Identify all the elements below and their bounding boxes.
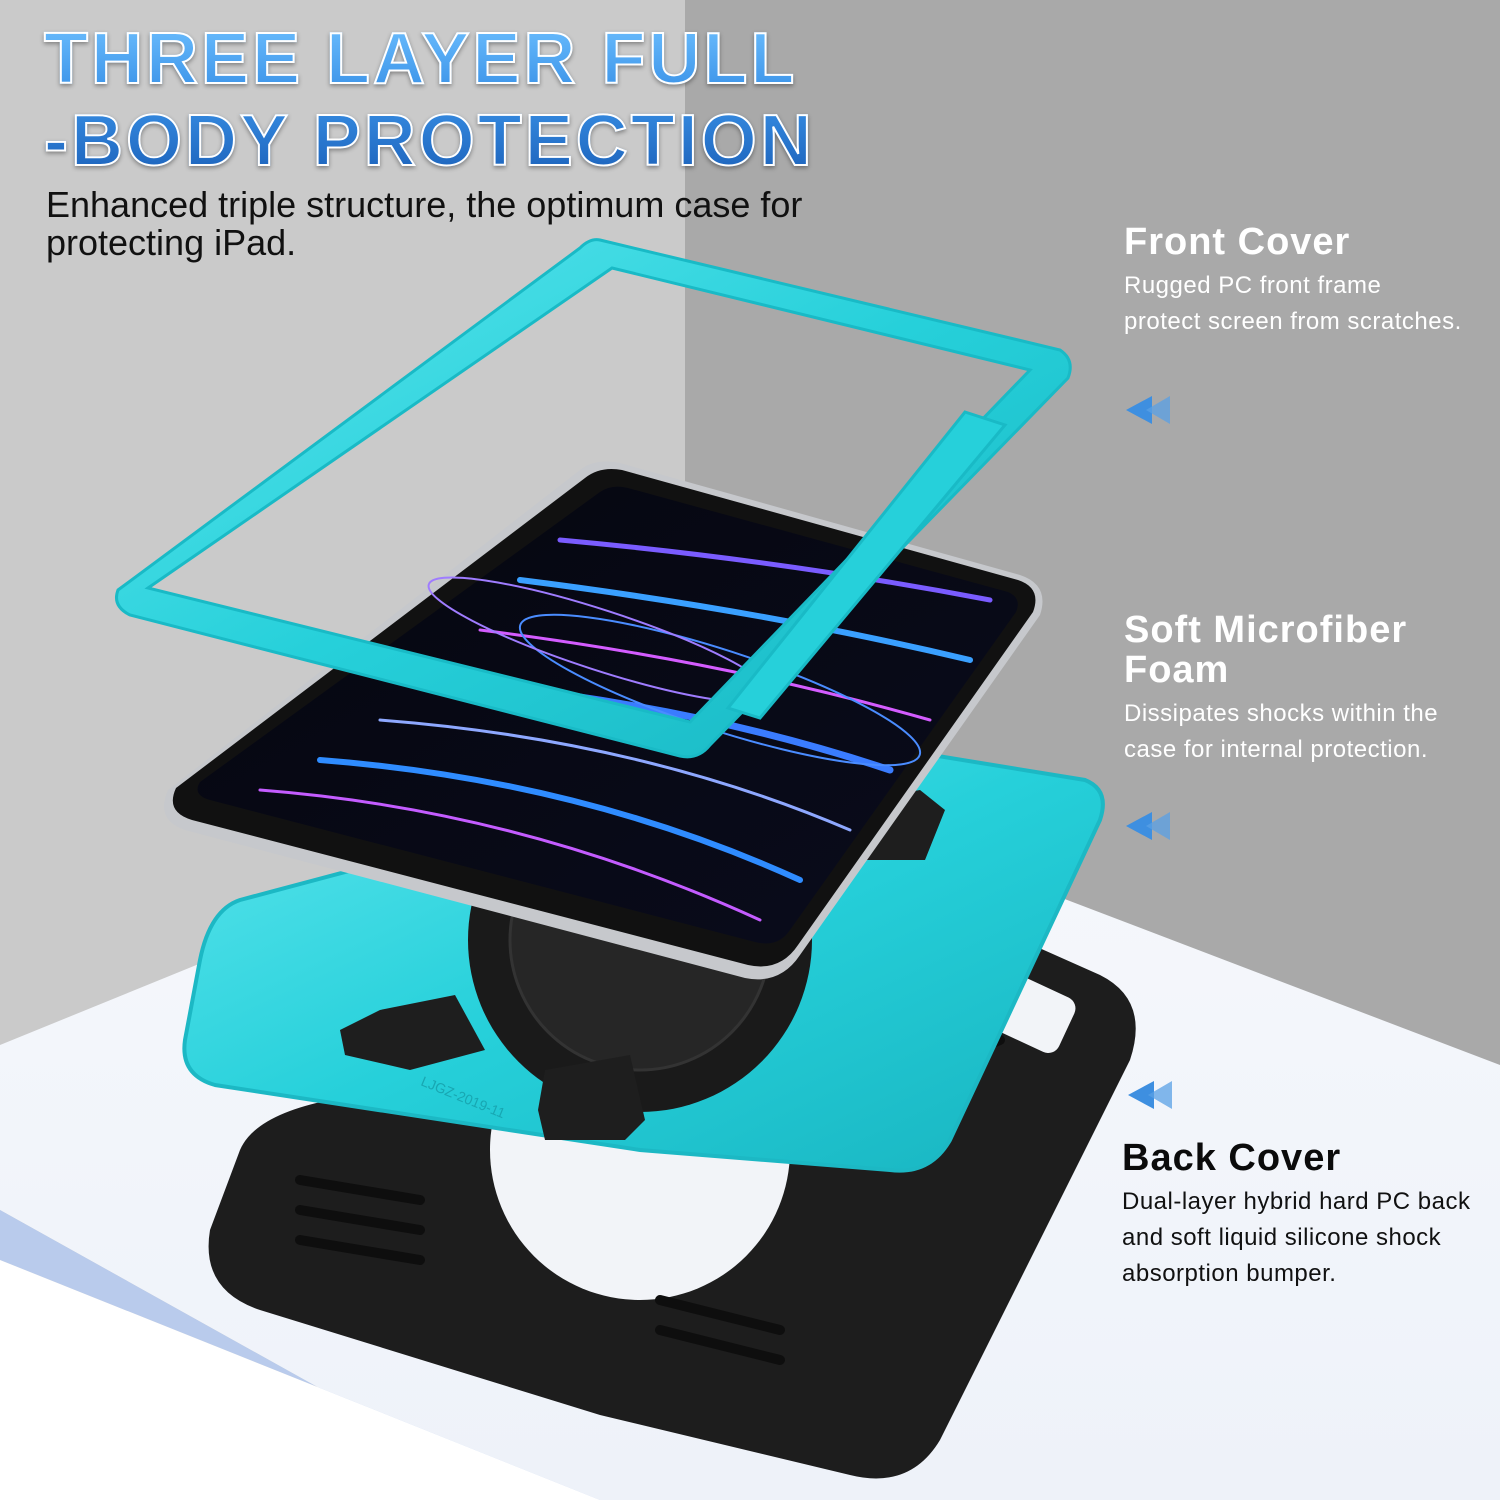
feature-front-cover: Front Cover Rugged PC front frame protec…	[1124, 222, 1464, 340]
feature-description: Dissipates shocks within the case for in…	[1124, 700, 1439, 763]
feature-microfiber-foam: Soft Microfiber Foam Dissipates shocks w…	[1124, 610, 1444, 768]
headline: THREE LAYER FULL -BODY PROTECTION	[43, 18, 815, 182]
feature-title: Front Cover	[1124, 221, 1351, 263]
foam-pad	[538, 1055, 645, 1140]
feature-back-cover: Back Cover Dual-layer hybrid hard PC bac…	[1122, 1138, 1482, 1292]
subheadline: Enhanced triple structure, the optimum c…	[46, 184, 803, 263]
feature-description: Dual-layer hybrid hard PC back and soft …	[1122, 1188, 1471, 1287]
feature-description: Rugged PC front frame protect screen fro…	[1124, 272, 1462, 335]
feature-title: Soft Microfiber Foam	[1124, 609, 1408, 691]
double-arrow-left-icon	[1128, 1081, 1174, 1109]
foam-pad	[340, 995, 485, 1070]
headline-line-2: -BODY PROTECTION	[43, 100, 815, 182]
double-arrow-left-icon	[1126, 396, 1172, 424]
feature-title: Back Cover	[1122, 1137, 1342, 1179]
headline-line-1: THREE LAYER FULL	[43, 18, 798, 100]
front-frame	[115, 238, 1072, 759]
floor-front	[0, 1260, 600, 1500]
double-arrow-left-icon	[1126, 812, 1172, 840]
